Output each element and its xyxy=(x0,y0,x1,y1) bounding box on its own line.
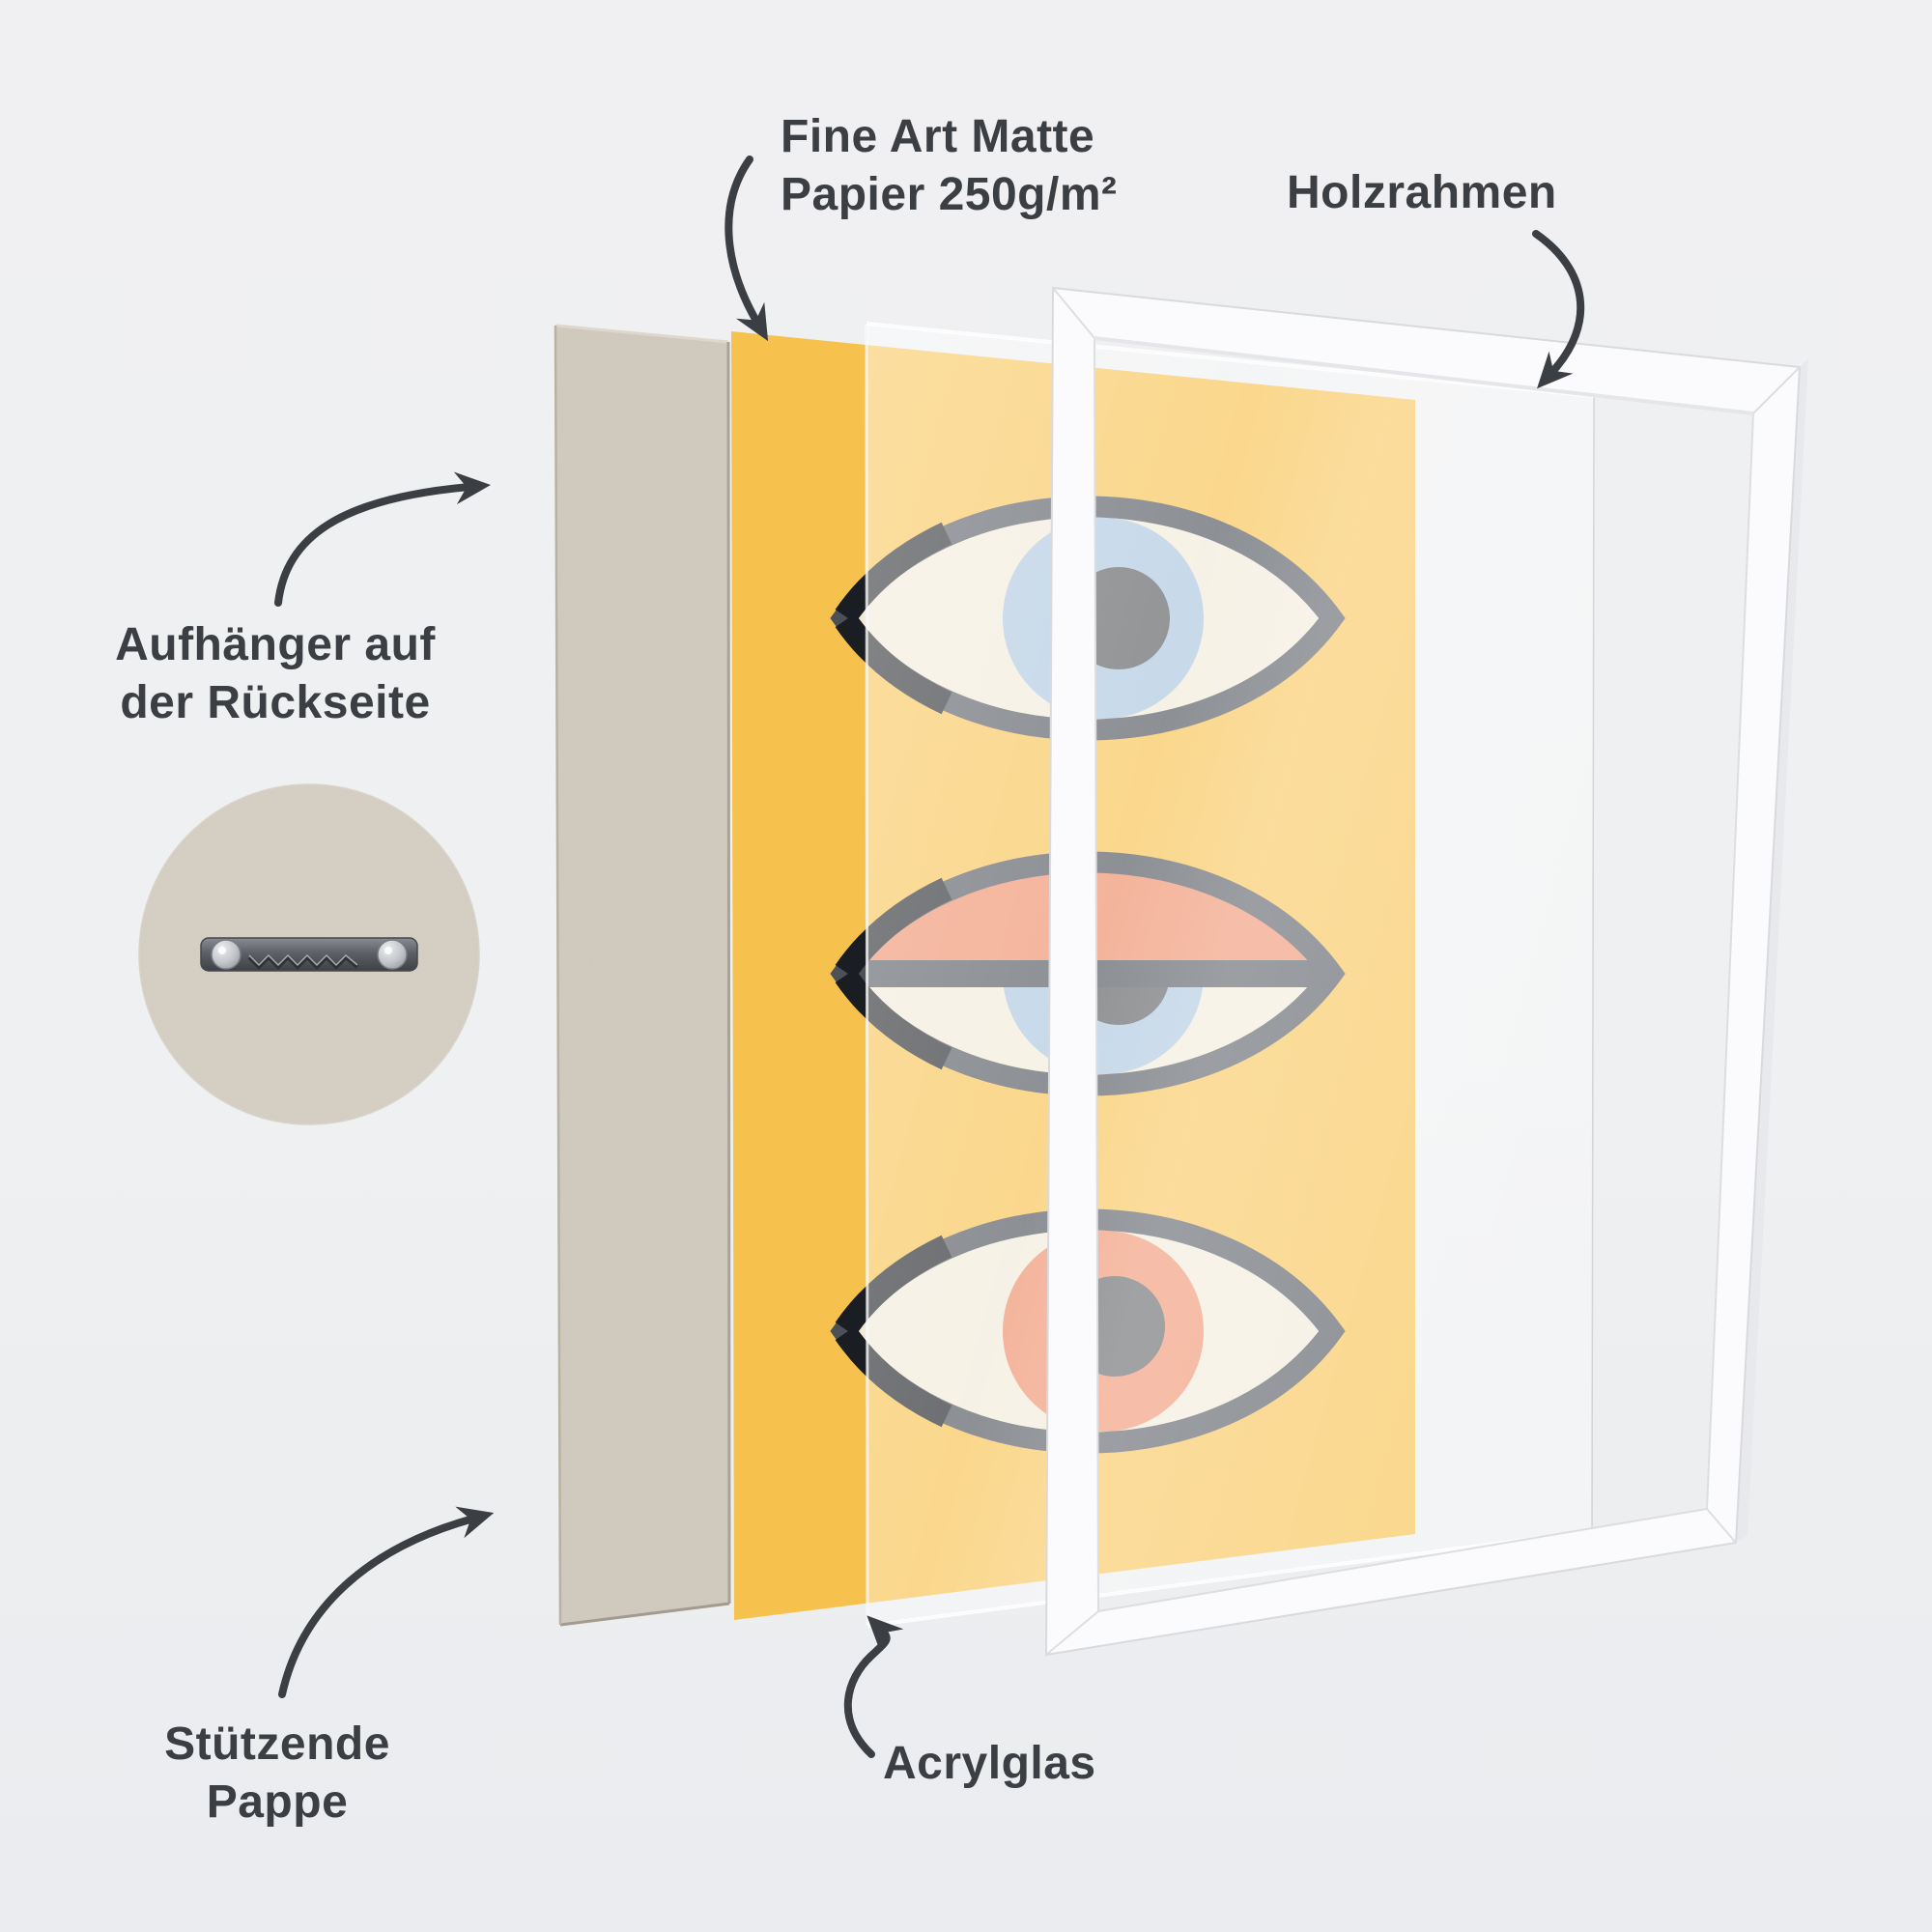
label-hanger-line1: Aufhänger auf xyxy=(115,619,436,670)
sawtooth-hanger-icon xyxy=(200,937,418,972)
label-cardboard-line2: Pappe xyxy=(206,1776,349,1828)
annotation-arrows xyxy=(274,156,1585,1758)
label-cardboard-line1: Stützende xyxy=(164,1719,390,1770)
label-acrylic: Acrylglas xyxy=(883,1735,1096,1793)
arrow-to-cardboard xyxy=(278,1506,495,1698)
label-paper: Fine Art Matte Papier 250g/m² xyxy=(781,108,1117,224)
label-hanger: Aufhänger auf der Rückseite xyxy=(39,616,512,732)
label-paper-line2: Papier 250g/m² xyxy=(781,169,1118,220)
arrow-to-paper xyxy=(724,156,769,342)
label-frame: Holzrahmen xyxy=(1287,164,1557,222)
label-hanger-line2: der Rückseite xyxy=(120,677,431,728)
hanger-inset-circle xyxy=(138,783,480,1125)
layer-frame xyxy=(1044,278,1808,1657)
label-cardboard: Stützende Pappe xyxy=(84,1716,470,1832)
arrow-to-acrylic xyxy=(843,1615,904,1758)
arrow-to-frame xyxy=(1532,230,1585,389)
layer-cardboard xyxy=(554,324,731,1627)
label-acrylic-text: Acrylglas xyxy=(883,1738,1096,1789)
label-paper-line1: Fine Art Matte xyxy=(781,111,1095,162)
label-frame-text: Holzrahmen xyxy=(1287,167,1557,218)
layer-acrylic xyxy=(865,322,1595,1628)
arrow-to-hanger-board xyxy=(274,471,491,607)
